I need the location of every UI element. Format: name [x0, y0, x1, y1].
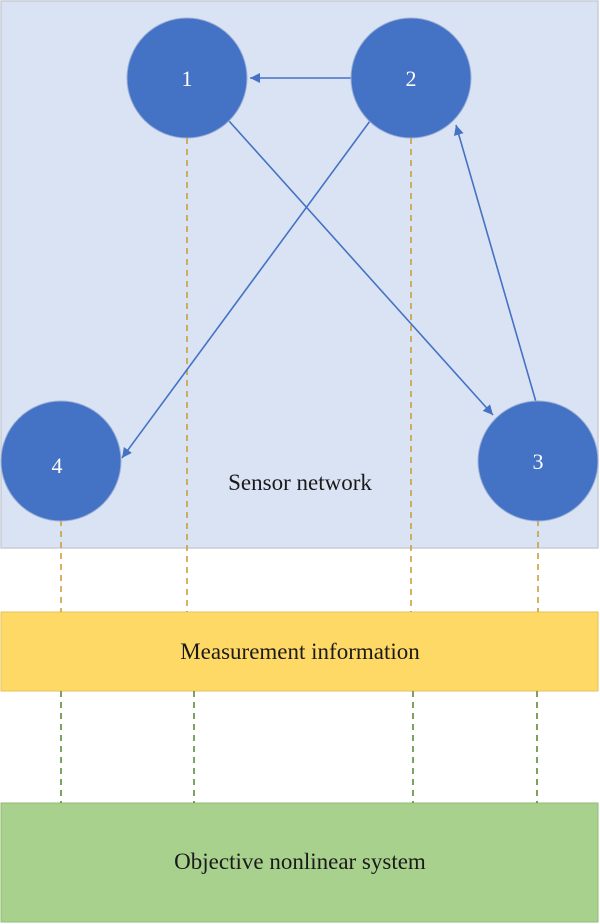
sensor-node-1-circle: [126, 17, 248, 139]
edge-2-to-4: [121, 120, 371, 459]
system-links: [60, 691, 538, 803]
measurement-links: [60, 138, 539, 612]
sensor-node-1-label: 1: [182, 66, 193, 91]
sensor-node-2-label: 2: [406, 66, 417, 91]
edge-1-to-3: [228, 120, 494, 416]
sensor-node-3: 3: [477, 400, 599, 522]
edge-3-to-2: [453, 124, 537, 403]
network-edges: [121, 73, 537, 459]
sensor-node-1: 1: [126, 17, 248, 139]
objective-system-box: [0, 802, 599, 923]
sensor-node-4: 4: [0, 400, 122, 522]
sensor-node-2: 2: [350, 17, 472, 139]
sensor-network-label: Sensor network: [228, 470, 372, 495]
measurement-information-label: Measurement information: [180, 639, 420, 664]
network-nodes: 1 2 3 4: [0, 17, 599, 522]
objective-system-label: Objective nonlinear system: [174, 849, 426, 874]
sensor-node-2-circle: [350, 17, 472, 139]
sensor-node-3-label: 3: [533, 449, 544, 474]
sensor-node-4-label: 4: [52, 453, 63, 478]
sensor-node-4-circle: [0, 400, 122, 522]
sensor-node-3-circle: [477, 400, 599, 522]
measurement-information-box: [0, 611, 599, 692]
